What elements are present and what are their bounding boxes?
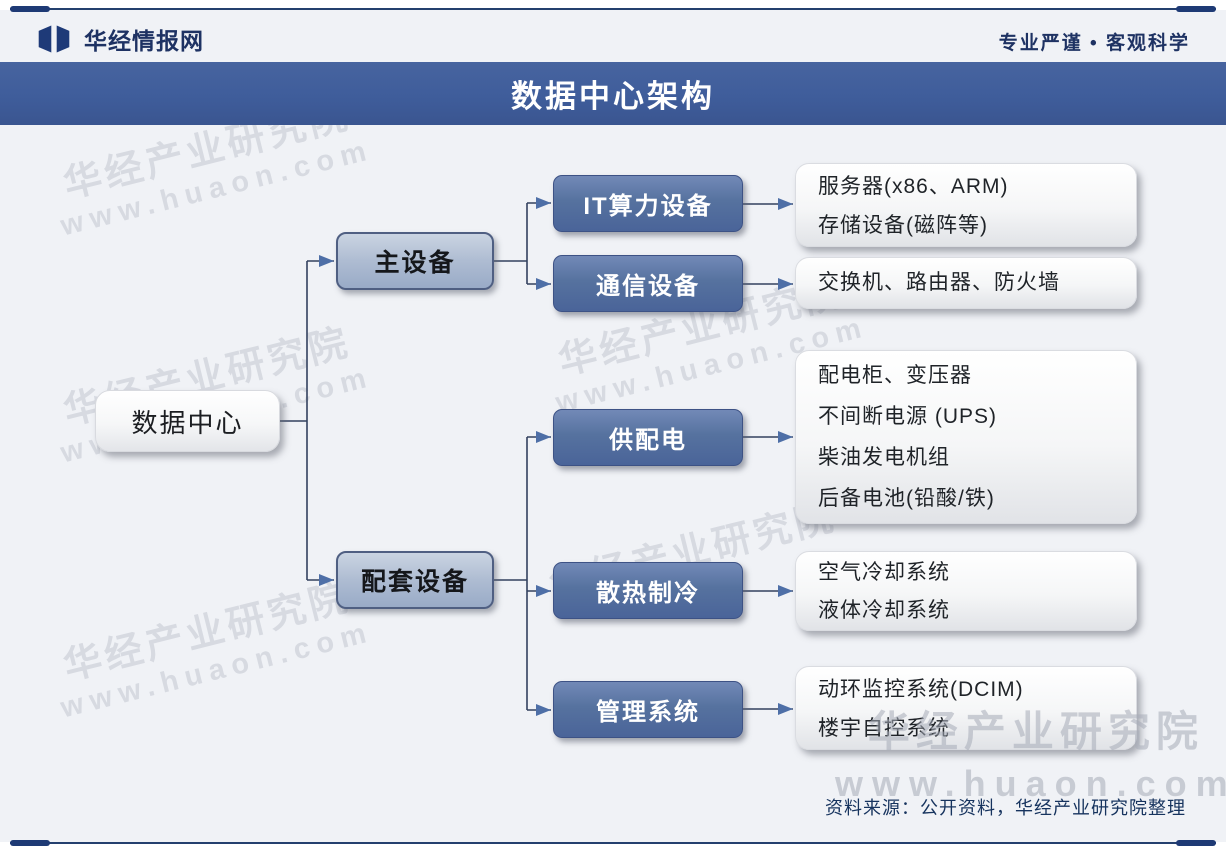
- node-it-computing: IT算力设备: [553, 175, 743, 232]
- node-cooling: 散热制冷: [553, 562, 743, 619]
- brand: 华经情报网: [36, 22, 204, 56]
- node-main-equipment: 主设备: [336, 232, 494, 290]
- node-power-supply: 供配电: [553, 409, 743, 466]
- header-slogan: 专业严谨 • 客观科学: [998, 33, 1190, 54]
- leaf-management-items: 动环监控系统(DCIM) 楼宇自控系统: [795, 666, 1137, 750]
- leaf-item: 服务器(x86、ARM): [818, 175, 1009, 198]
- leaf-item: 配电柜、变压器: [818, 364, 972, 387]
- node-communication: 通信设备: [553, 255, 743, 312]
- node-management-system: 管理系统: [553, 681, 743, 738]
- top-divider: [10, 6, 1216, 12]
- leaf-communication-items: 交换机、路由器、防火墙: [795, 257, 1137, 309]
- leaf-item: 楼宇自控系统: [818, 717, 950, 740]
- data-source-note: 资料来源：公开资料，华经产业研究院整理: [825, 798, 1186, 818]
- leaf-power-supply-items: 配电柜、变压器 不间断电源 (UPS) 柴油发电机组 后备电池(铅酸/铁): [795, 350, 1137, 524]
- title-bar: 数据中心架构: [0, 62, 1226, 125]
- node-supporting-equipment: 配套设备: [336, 551, 494, 609]
- leaf-it-computing-items: 服务器(x86、ARM) 存储设备(磁阵等): [795, 163, 1137, 247]
- leaf-item: 后备电池(铅酸/铁): [818, 487, 995, 510]
- leaf-cooling-items: 空气冷却系统 液体冷却系统: [795, 551, 1137, 631]
- leaf-item: 交换机、路由器、防火墙: [818, 271, 1060, 294]
- leaf-item: 不间断电源 (UPS): [818, 405, 997, 428]
- leaf-item: 液体冷却系统: [818, 599, 950, 622]
- top-divider-right-cap: [1176, 6, 1216, 12]
- leaf-item: 存储设备(磁阵等): [818, 214, 988, 237]
- bottom-divider-left-cap: [10, 840, 50, 846]
- page-title: 数据中心架构: [511, 79, 715, 114]
- bottom-divider-right-cap: [1176, 840, 1216, 846]
- open-book-logo-icon: [36, 24, 72, 54]
- leaf-item: 柴油发电机组: [818, 446, 950, 469]
- top-divider-left-cap: [10, 6, 50, 12]
- node-data-center: 数据中心: [95, 390, 280, 452]
- bottom-divider: [10, 840, 1216, 846]
- brand-name: 华经情报网: [84, 28, 204, 54]
- leaf-item: 动环监控系统(DCIM): [818, 678, 1024, 701]
- leaf-item: 空气冷却系统: [818, 561, 950, 584]
